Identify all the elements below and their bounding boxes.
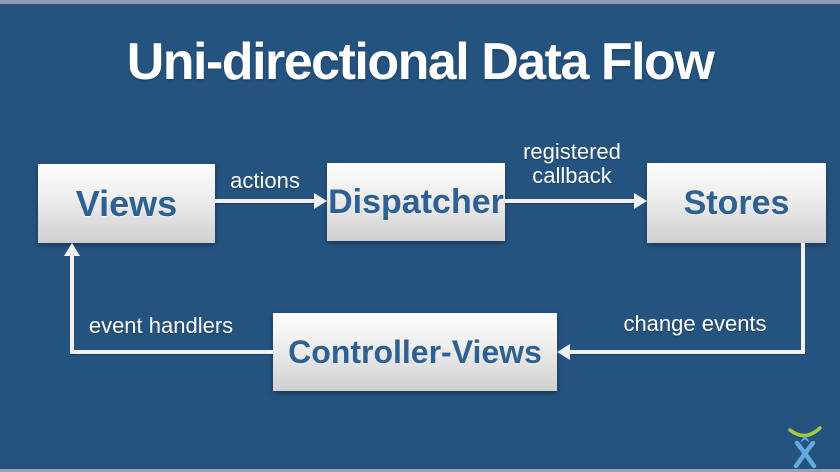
node-views: Views (38, 164, 215, 243)
edge-registered-callback-line (505, 199, 636, 203)
node-controller-views: Controller-Views (273, 313, 557, 391)
edge-actions-label: actions (230, 168, 300, 193)
edge-event-handlers-label: event handlers (88, 313, 234, 338)
edge-registered-callback-arrowhead-icon (634, 193, 647, 209)
edge-actions-line (215, 199, 315, 203)
edge-event-handlers-line-horizontal (72, 350, 273, 354)
node-dispatcher: Dispatcher (327, 163, 505, 241)
edge-registered-callback-label: registered callback (523, 139, 621, 188)
node-stores-label: Stores (683, 183, 790, 222)
edge-change-events-arrowhead-icon (557, 344, 570, 360)
atlassian-charlie-logo-icon (788, 426, 822, 468)
edge-change-events-line-horizontal (570, 350, 805, 354)
node-stores: Stores (647, 163, 826, 243)
slide-title: Uni-directional Data Flow (126, 33, 715, 91)
edge-change-events-line-vertical (801, 243, 805, 352)
edge-event-handlers-arrowhead-icon (64, 243, 80, 256)
edge-actions-arrowhead-icon (314, 193, 327, 209)
edge-change-events-label: change events (623, 311, 767, 336)
edge-event-handlers-line-vertical (70, 255, 74, 354)
node-dispatcher-label: Dispatcher (328, 182, 504, 221)
node-views-label: Views (75, 182, 178, 224)
top-border-strip (0, 0, 840, 4)
bottom-border-strip (0, 469, 840, 472)
node-controller-views-label: Controller-Views (288, 333, 542, 370)
